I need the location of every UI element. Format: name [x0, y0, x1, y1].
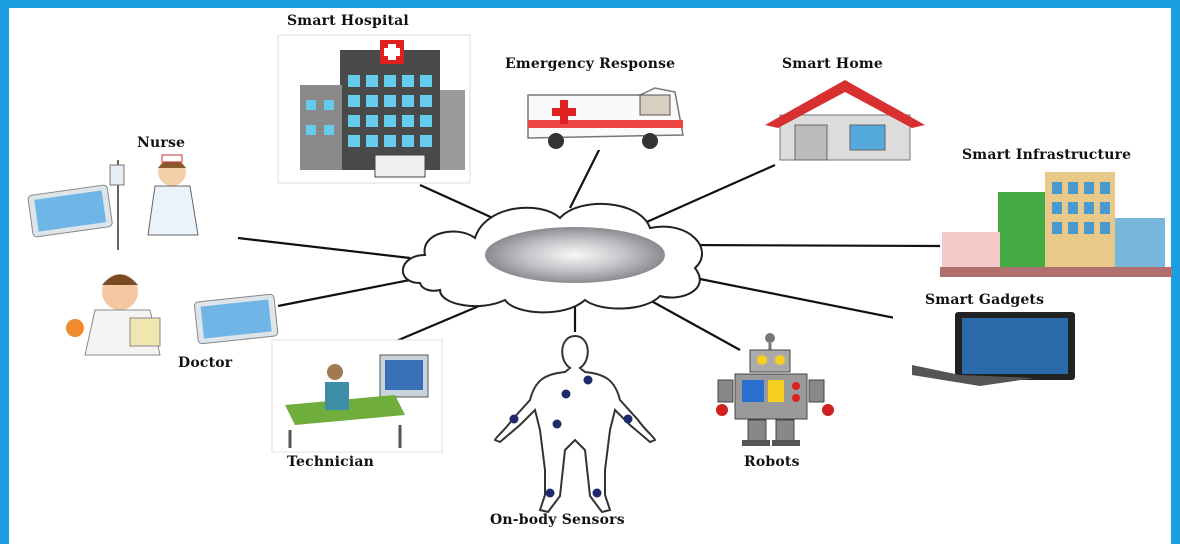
node-label-doctor: Doctor — [178, 355, 233, 371]
node-label-technician: Technician — [287, 454, 375, 470]
node-label-emergency-response: Emergency Response — [505, 56, 676, 72]
technician-icon — [271, 339, 443, 453]
ambulance-icon — [520, 80, 690, 150]
edge-doctor — [277, 276, 421, 308]
edge-emergency — [569, 147, 601, 209]
tablet-icon — [194, 293, 279, 345]
robot-icon — [716, 333, 834, 446]
node-label-robots: Robots — [744, 454, 800, 470]
node-label-smart-infrastructure: Smart Infrastructure — [962, 147, 1132, 163]
tablet-icon — [27, 184, 113, 238]
edge-home — [639, 163, 776, 227]
nurse-icon — [103, 152, 235, 252]
node-label-smart-gadgets: Smart Gadgets — [925, 292, 1045, 308]
node-label-smart-hospital: Smart Hospital — [287, 13, 409, 29]
laptop-icon — [893, 305, 1098, 387]
hospital-icon — [277, 34, 471, 184]
doctor-icon — [60, 268, 210, 356]
node-label-on-body-sensors: On-body Sensors — [490, 512, 625, 528]
buildings-icon — [940, 172, 1172, 277]
node-label-nurse: Nurse — [137, 135, 186, 151]
human-body-icon — [493, 334, 657, 514]
edge-nurse — [237, 236, 411, 260]
edge-infrastructure — [679, 243, 941, 248]
house-icon — [765, 80, 925, 161]
cloud-icon — [401, 202, 703, 314]
node-label-smart-home: Smart Home — [782, 56, 883, 72]
